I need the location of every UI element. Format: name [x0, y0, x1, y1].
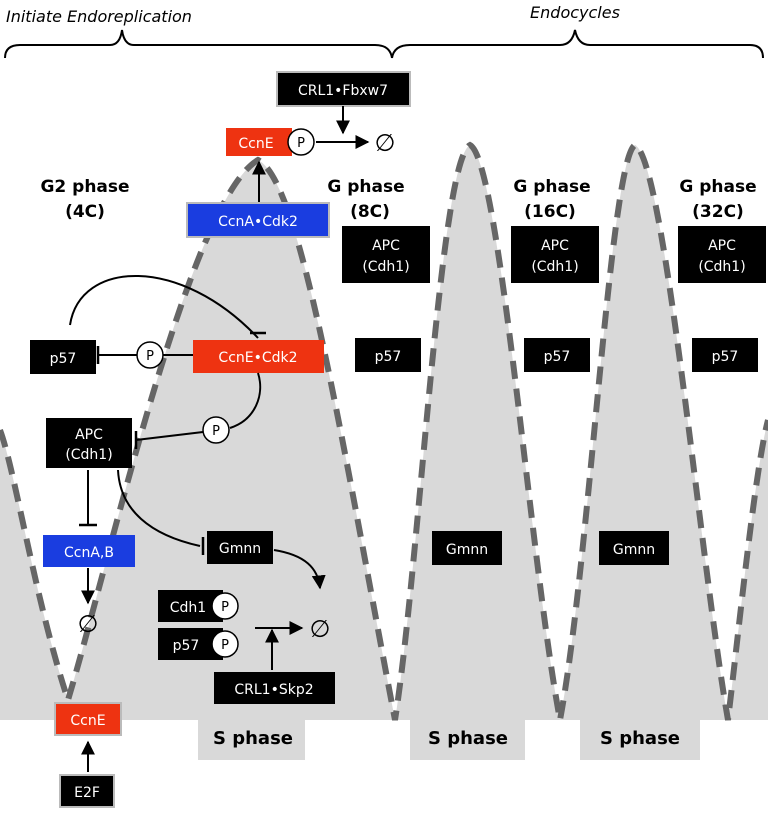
node-ccne-cdk2-label: CcnE•Cdk2: [218, 350, 297, 366]
label-g-phase-32c: G phase: [679, 177, 756, 197]
brace-initiate: [4, 29, 393, 59]
inhibition-apc-gmnn: [117, 469, 201, 547]
node-e2f-label: E2F: [74, 785, 100, 801]
node-ccnab: [43, 535, 135, 567]
label-s-phase-3: S phase: [600, 728, 680, 749]
node-cdh1-label: Cdh1: [170, 600, 206, 616]
node-p57-32c: [692, 338, 758, 372]
node-p57-lower-label: p57: [173, 638, 200, 654]
cell-cycle-wave-fill: [560, 145, 728, 813]
node-ccnab-label: CcnA,B: [64, 545, 114, 561]
node-ccne-top: [226, 128, 292, 156]
phospho-label: P: [212, 424, 220, 439]
label-g2-ploidy: (4C): [65, 202, 105, 222]
cell-cycle-wave-outline: [0, 141, 768, 721]
node-gmnn-32c-label: Gmnn: [613, 542, 655, 558]
node-apc-cdh1-left: [46, 418, 132, 468]
node-ccne-top-label: CcnE: [238, 136, 273, 152]
node-ccne-cdk2: [193, 340, 324, 373]
arrow-gmnn-degradation: [273, 549, 326, 590]
node-ccne-bottom: [54, 702, 122, 736]
node-apc-cdh1-8c: [342, 226, 430, 283]
phospho-circle-ccne-top: [287, 128, 315, 156]
inhibition-p57-ccne-cdk2: [69, 275, 259, 339]
line-ccne-cdk2-to-p: [229, 372, 262, 429]
node-crl1-skp2-label: CRL1•Skp2: [234, 682, 313, 698]
node-apc-8c-label-2: (Cdh1): [362, 259, 409, 275]
node-crl1-skp2: [214, 672, 335, 704]
node-p57-16c: [524, 338, 590, 372]
cell-cycle-wave-fill: [68, 160, 395, 813]
label-ploidy-32c: (32C): [692, 202, 744, 222]
node-apc-cdh1-left-label-1: APC: [75, 427, 103, 443]
node-p57-8c-label: p57: [375, 349, 402, 365]
node-apc-32c-label-2: (Cdh1): [698, 259, 745, 275]
phospho-circle-cdh1: [211, 592, 239, 620]
phospho-label: P: [221, 638, 229, 653]
inhibition-p-to-apc: [135, 431, 204, 441]
phospho-label: P: [146, 349, 154, 364]
node-apc-32c-label-1: APC: [708, 238, 736, 254]
node-apc-cdh1-left-label-2: (Cdh1): [65, 447, 112, 463]
node-p57-left: [30, 340, 96, 374]
label-ploidy-8c: (8C): [350, 202, 390, 222]
node-gmnn-left-label: Gmnn: [219, 541, 261, 557]
cell-cycle-wave-fill: [728, 420, 768, 813]
node-gmnn-16c-label: Gmnn: [446, 542, 488, 558]
node-p57-8c: [355, 338, 421, 372]
node-gmnn-16c: [432, 531, 502, 565]
header-endocycles: Endocycles: [530, 3, 620, 22]
node-ccna-cdk2-label: CcnA•Cdk2: [218, 214, 298, 230]
brace-endocycles: [391, 29, 764, 59]
degradation-symbol-top: ∅: [375, 129, 396, 157]
phospho-label: P: [221, 600, 229, 615]
cell-cycle-wave-fill: [395, 145, 560, 813]
label-g2-phase: G2 phase: [40, 177, 129, 197]
phospho-circle-apc: [202, 416, 230, 444]
node-p57-32c-label: p57: [712, 349, 739, 365]
node-apc-16c-label-2: (Cdh1): [531, 259, 578, 275]
node-gmnn-32c: [599, 531, 669, 565]
node-ccna-cdk2: [186, 202, 330, 238]
phospho-label: P: [297, 136, 305, 151]
node-crl1-fbxw7-label: CRL1•Fbxw7: [298, 83, 388, 99]
node-apc-8c-label-1: APC: [372, 238, 400, 254]
s-phase-tabs-background: [0, 720, 768, 813]
degradation-symbol-skp2: ∅: [310, 615, 331, 643]
header-initiate-endoreplication: Initiate Endoreplication: [6, 7, 192, 26]
node-p57-16c-label: p57: [544, 349, 571, 365]
node-p57-left-label: p57: [50, 351, 77, 367]
node-apc-cdh1-32c: [678, 226, 766, 283]
label-g-phase-8c: G phase: [327, 177, 404, 197]
degradation-symbol-ccnab: ∅: [78, 610, 99, 638]
phospho-circle-p57-lower: [211, 630, 239, 658]
label-s-phase-1: S phase: [213, 728, 293, 749]
node-e2f: [59, 774, 115, 808]
node-ccne-bottom-label: CcnE: [70, 713, 105, 729]
label-s-phase-2: S phase: [428, 728, 508, 749]
node-apc-cdh1-16c: [511, 226, 599, 283]
cell-cycle-wave-fill: [0, 430, 68, 813]
label-g-phase-16c: G phase: [513, 177, 590, 197]
node-gmnn-left: [207, 531, 273, 564]
label-ploidy-16c: (16C): [524, 202, 576, 222]
node-apc-16c-label-1: APC: [541, 238, 569, 254]
